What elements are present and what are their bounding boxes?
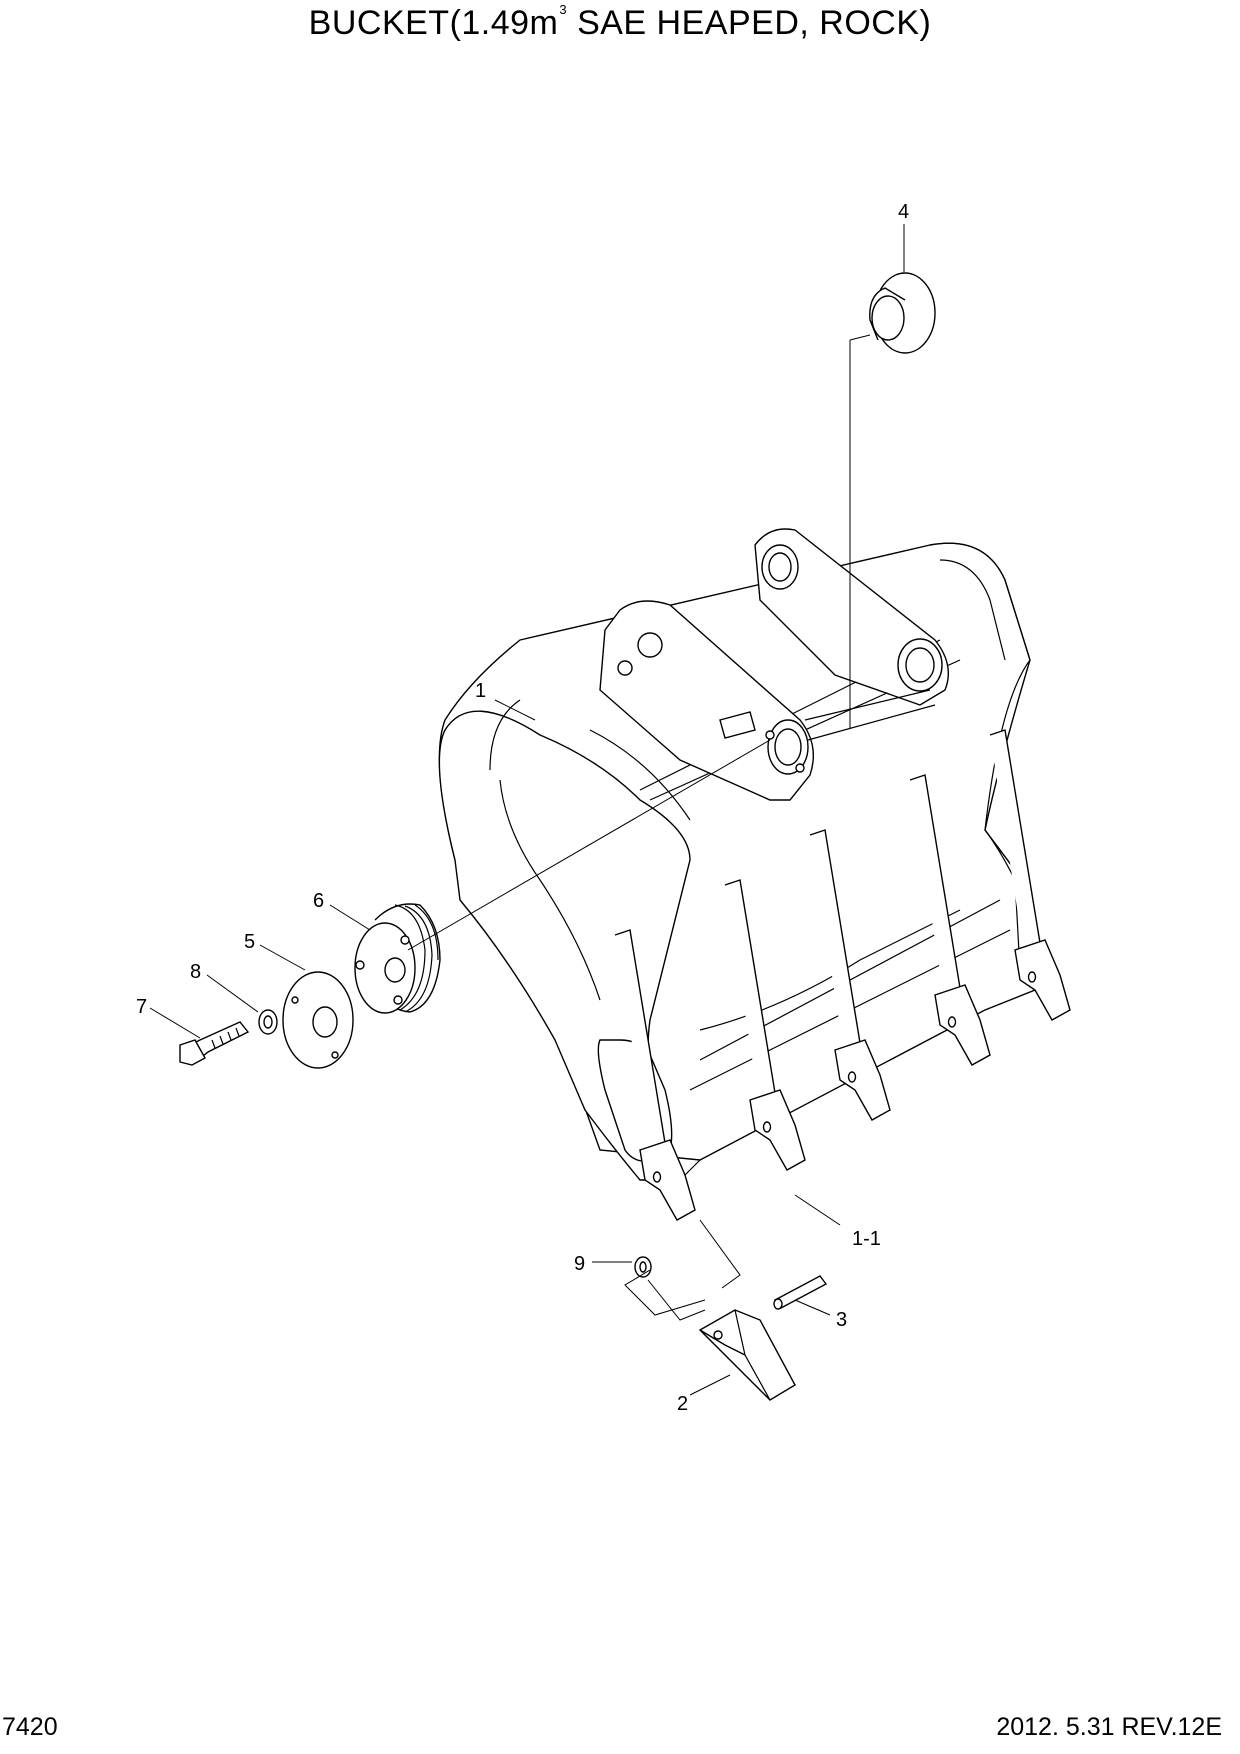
plate-part-5 [282,971,354,1069]
tooth-adapter [639,1139,696,1221]
exploded-lines [407,334,871,1321]
shim-part-6 [354,903,441,1014]
callout-1-1: 1-1 [852,1228,881,1250]
tooth-adapter-pin-hole [652,1171,662,1183]
tooth-adapter [1014,939,1071,1021]
revision-label: 2012. 5.31 REV.12E [996,1713,1222,1741]
washer-part-8 [258,1009,278,1035]
bucket-body [438,542,1036,1181]
callout-2: 2 [677,1393,688,1415]
tooth-adapter [834,1039,891,1121]
tooth-adapter-pin-hole [947,1016,957,1028]
tooth-adapters [614,729,1071,1221]
callout-3: 3 [836,1309,847,1331]
callout-5: 5 [244,931,255,953]
callout-4: 4 [898,201,909,223]
tooth-adapter-pin-hole [1027,971,1037,983]
page-number: 7420 [2,1713,58,1741]
callout-9: 9 [574,1253,585,1275]
tooth-adapter [749,1089,806,1171]
page-title: BUCKET(1.49m3 SAE HEAPED, ROCK) [0,2,1240,43]
bucket-lugs [599,528,949,801]
bolt-part-7 [179,1021,250,1066]
title-superscript: 3 [559,2,568,17]
pin-part-3 [773,1275,828,1310]
tooth-adapter-pin-hole [762,1121,772,1133]
callout-6: 6 [313,890,324,912]
callouts: 1 1-1 2 3 4 5 6 7 8 9 [136,201,909,1415]
bushing-part-4 [869,272,936,354]
callout-7: 7 [136,996,147,1018]
callout-8: 8 [190,961,201,983]
title-main: BUCKET(1.49m [308,4,559,42]
tooth-point-part-2 [698,1309,796,1401]
tooth-adapter [934,984,991,1066]
tooth-adapter-pin-hole [847,1071,857,1083]
callout-1: 1 [475,680,486,702]
title-tail: SAE HEAPED, ROCK) [567,4,932,42]
